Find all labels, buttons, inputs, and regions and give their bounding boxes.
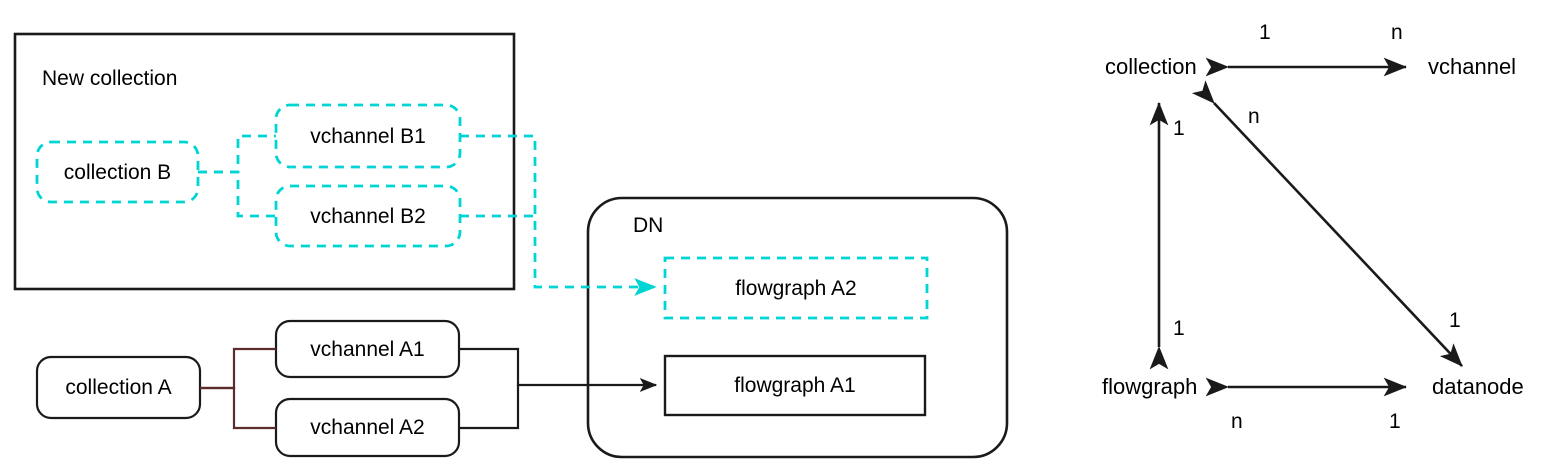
er-cardinality-flowgraph-datanode-left: n (1231, 410, 1243, 433)
er-cardinality-collection-vchannel-left: 1 (1259, 21, 1271, 44)
node-vchannel-b2[interactable] (274, 184, 462, 248)
er-cardinality-collection-vchannel-right: n (1391, 21, 1403, 44)
container-dn (586, 196, 1009, 459)
node-collection-b[interactable] (35, 140, 200, 204)
edge-vchannela2-to-flowgrapha1 (459, 385, 520, 430)
node-vchannel-b1[interactable] (274, 103, 462, 169)
er-entity-datanode: datanode (1432, 374, 1524, 399)
edge-collectionb-to-vchannelb2 (198, 170, 276, 218)
node-collection-a[interactable] (35, 355, 202, 420)
edge-vchannela1-to-flowgrapha1 (459, 347, 658, 393)
er-edge-collection-datanode (1191, 80, 1463, 367)
er-entity-collection: collection (1105, 54, 1197, 79)
node-flowgraph-a1[interactable] (663, 354, 927, 417)
er-entity-flowgraph: flowgraph (1102, 374, 1198, 399)
edge-collectionb-to-vchannelb1 (198, 134, 276, 174)
edge-collectiona-to-vchannela2 (200, 386, 276, 430)
node-vchannel-a1[interactable] (274, 319, 461, 379)
container-new-collection (13, 32, 516, 291)
er-entity-vchannel: vchannel (1428, 54, 1517, 79)
er-cardinality-diagonal-top: n (1248, 105, 1260, 128)
edge-collectiona-to-vchannela1 (200, 347, 276, 390)
node-vchannel-a2[interactable] (274, 397, 461, 458)
node-flowgraph-a2[interactable] (663, 256, 929, 320)
er-cardinality-vertical-top: 1 (1173, 117, 1185, 140)
er-cardinality-flowgraph-datanode-right: 1 (1389, 410, 1401, 433)
edge-vchannelb1-to-flowgrapha2 (460, 134, 657, 296)
er-cardinality-vertical-bottom: 1 (1173, 317, 1185, 340)
er-cardinality-diagonal-bottom: 1 (1449, 309, 1461, 332)
container-new-collection-title: New collection (42, 67, 178, 90)
container-dn-title: DN (633, 214, 664, 237)
